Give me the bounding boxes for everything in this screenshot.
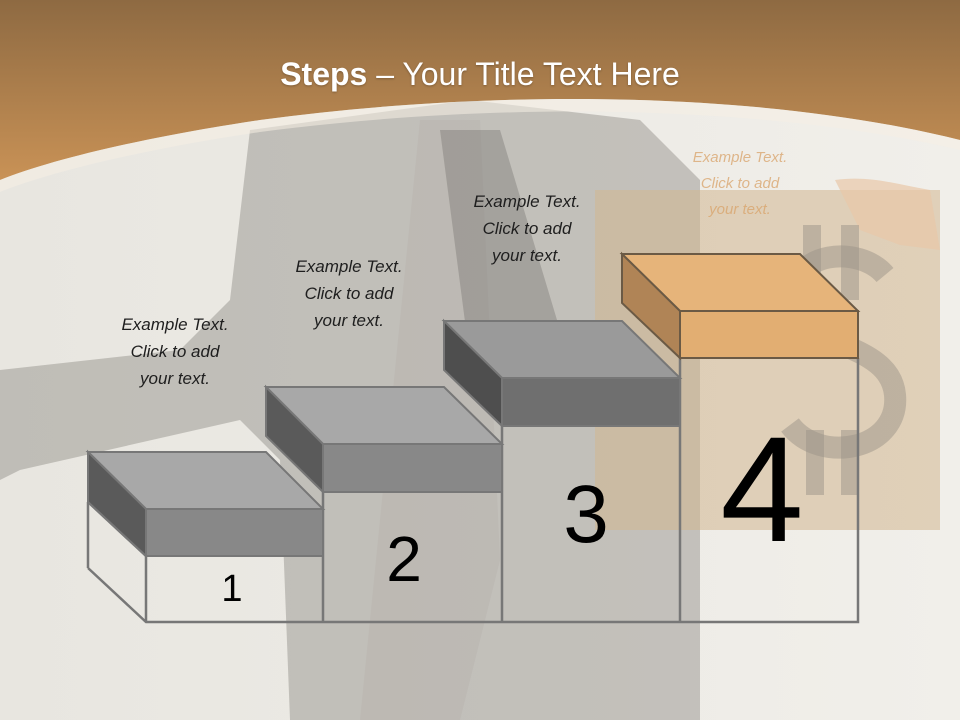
caption-line: Example Text. bbox=[295, 257, 403, 276]
caption-line: your text. bbox=[140, 369, 210, 388]
title-rest: – Your Title Text Here bbox=[367, 56, 680, 92]
caption-line: Example Text. bbox=[473, 192, 581, 211]
title-bold: Steps bbox=[280, 56, 368, 92]
step-4-caption[interactable]: Example Text. Click to add your text. bbox=[650, 145, 830, 223]
step-2-number: 2 bbox=[386, 523, 422, 595]
step-2-block bbox=[263, 384, 505, 495]
caption-line: your text. bbox=[492, 246, 562, 265]
step-1-caption[interactable]: Example Text. Click to add your text. bbox=[85, 311, 265, 392]
caption-line: Click to add bbox=[700, 175, 780, 192]
step-4-number: 4 bbox=[720, 405, 804, 573]
caption-line: your text. bbox=[709, 201, 771, 218]
caption-line: Example Text. bbox=[692, 149, 788, 166]
step-3-number: 3 bbox=[563, 469, 609, 560]
step-1-block bbox=[85, 449, 326, 559]
caption-line: Click to add bbox=[130, 342, 220, 361]
caption-line: your text. bbox=[314, 311, 384, 330]
step-3-block bbox=[441, 318, 683, 429]
caption-line: Click to add bbox=[304, 284, 394, 303]
step-1-number: 1 bbox=[221, 568, 243, 610]
step-4-block bbox=[619, 251, 861, 361]
slide-title[interactable]: Steps – Your Title Text Here bbox=[0, 56, 960, 93]
caption-line: Example Text. bbox=[121, 315, 229, 334]
step-2-caption[interactable]: Example Text. Click to add your text. bbox=[259, 253, 439, 334]
caption-line: Click to add bbox=[482, 219, 572, 238]
step-3-caption[interactable]: Example Text. Click to add your text. bbox=[437, 188, 617, 269]
